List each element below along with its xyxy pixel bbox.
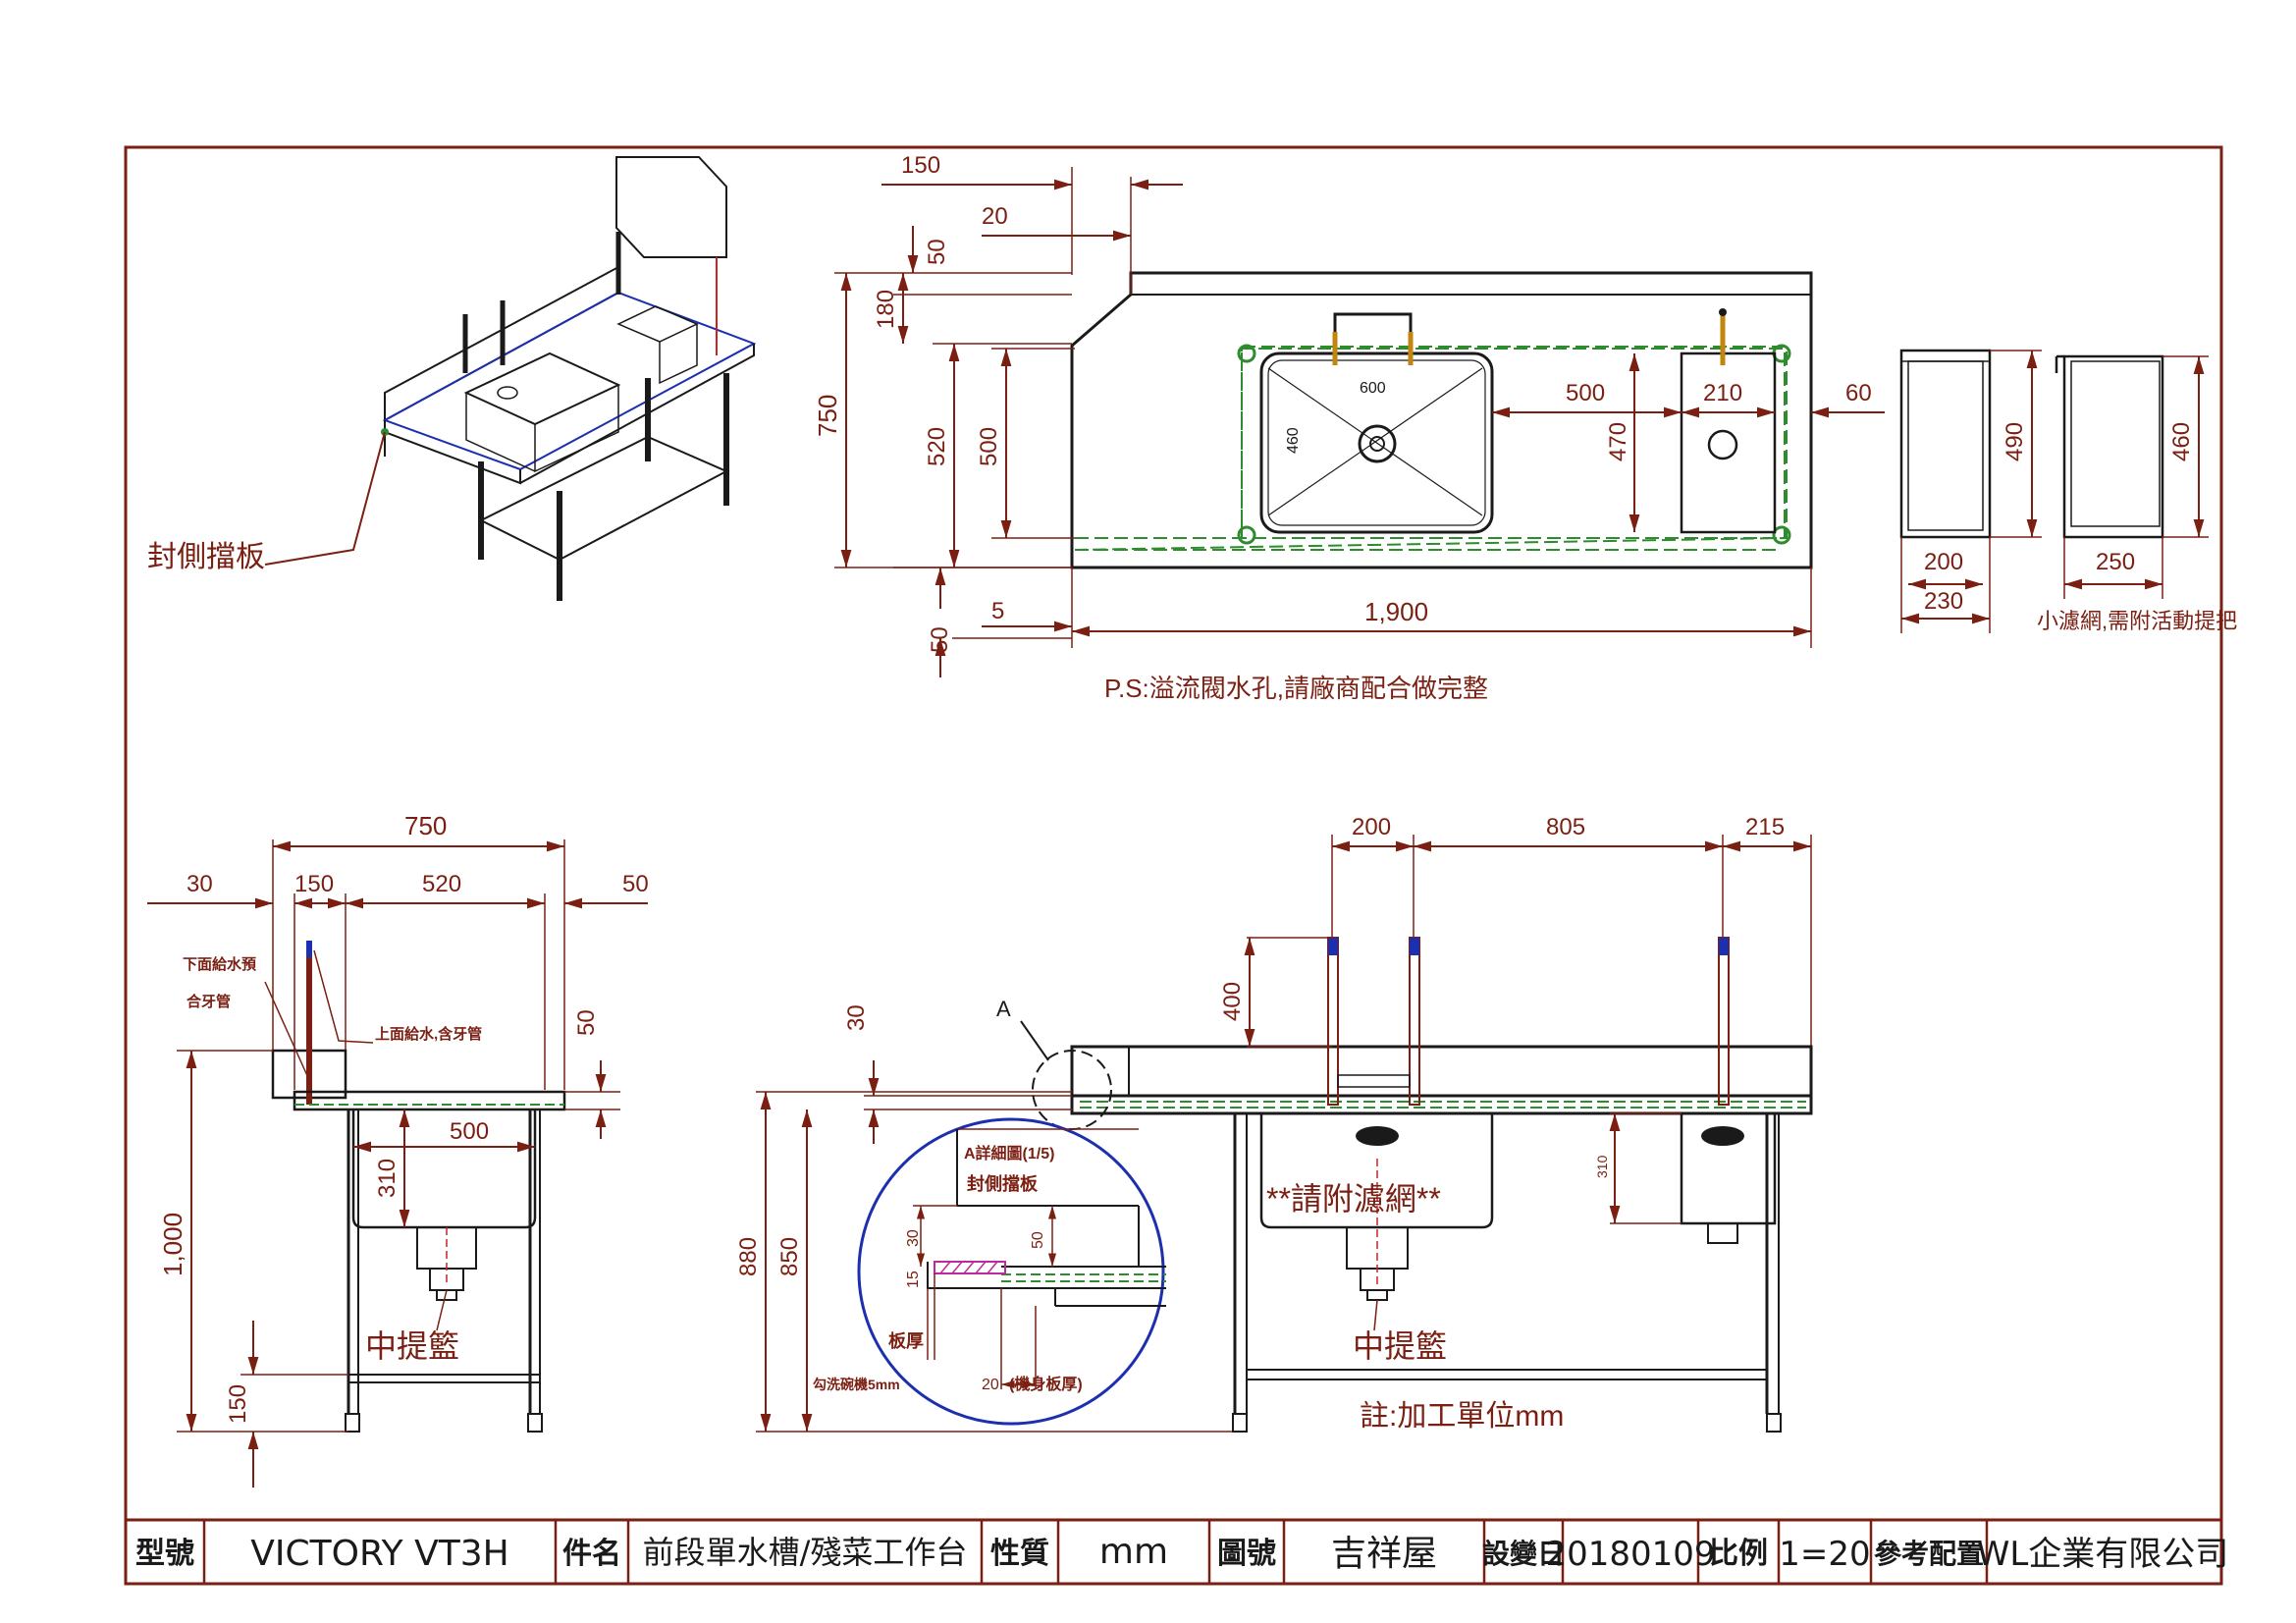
side-label-lower-pipe-2: 合牙管	[186, 993, 231, 1010]
detail-label-body: (機身板厚)	[1009, 1375, 1083, 1393]
plan-dim-150: 150	[901, 152, 940, 179]
detail-dim-30: 30	[905, 1229, 922, 1247]
detail-dim-15: 15	[905, 1271, 922, 1288]
basket-note: 小濾網,需附活動提把	[2037, 609, 2237, 633]
side-dim-50: 50	[622, 871, 649, 897]
plan-note: P.S:溢流閥水孔,請廠商配合做完整	[1104, 674, 1488, 703]
front-dim-880: 880	[735, 1237, 762, 1276]
side-label-basket: 中提籃	[365, 1328, 459, 1364]
part-label: 件名	[562, 1537, 621, 1571]
side-dim-1000: 1,000	[158, 1213, 187, 1276]
scale-label: 比例	[1709, 1537, 1768, 1571]
front-view: 200 805 215 400 30 880 850	[735, 814, 1813, 1433]
company-name: WL企業有限公司	[1977, 1535, 2229, 1574]
side-view: 750 30 150 520 50 500	[147, 811, 649, 1488]
detail-a-panel-label: 封側擋板	[967, 1173, 1039, 1194]
detail-dim-50: 50	[1030, 1231, 1046, 1249]
plan-dim-460: 460	[1285, 427, 1302, 454]
side-dim-150-bottom: 150	[225, 1384, 251, 1424]
drawing-no-label: 圖號	[1217, 1537, 1276, 1571]
side-dim-30: 30	[187, 871, 213, 897]
basket-dim-230: 230	[1924, 588, 1963, 615]
plan-view: 150 20 50 180 750 520 500 50	[813, 152, 1885, 703]
side-panel-label: 封側擋板	[147, 541, 265, 573]
model-value: VICTORY VT3H	[250, 1534, 508, 1574]
detail-a: A詳細圖(1/5) 封側擋板 30 15 50 20 板厚 勾洗碗機5mm (機…	[813, 1117, 1166, 1426]
plan-dim-180: 180	[873, 290, 899, 329]
plan-dim-500: 500	[976, 427, 1002, 466]
material-value: mm	[1099, 1532, 1168, 1572]
change-date-value: 20180109	[1545, 1535, 1715, 1574]
detail-a-title: A詳細圖(1/5)	[964, 1144, 1054, 1163]
side-label-upper-pipe: 上面給水,含牙管	[375, 1025, 482, 1043]
front-dim-30: 30	[843, 1004, 870, 1031]
side-dim-150: 150	[294, 871, 334, 897]
drawing-no-value: 吉祥屋	[1331, 1534, 1437, 1574]
title-block: 型號 VICTORY VT3H 件名 前段單水槽/殘菜工作台 性質 mm 圖號 …	[124, 1518, 2229, 1586]
front-dim-310: 310	[1594, 1155, 1610, 1178]
change-date-label: 設變日	[1482, 1538, 1565, 1570]
detail-dim-20: 20	[982, 1377, 999, 1393]
plan-dim-600: 600	[1360, 380, 1386, 397]
basket-dim-200: 200	[1924, 549, 1963, 575]
basket-dim-490: 490	[2002, 422, 2028, 461]
plan-dim-520: 520	[924, 427, 950, 466]
front-dim-215: 215	[1745, 814, 1785, 840]
plan-dim-20: 20	[982, 203, 1008, 230]
material-label: 性質	[990, 1537, 1049, 1571]
front-unit-note: 註:加工單位mm	[1360, 1400, 1564, 1433]
side-dim-310: 310	[374, 1159, 400, 1198]
side-dim-750: 750	[404, 811, 447, 840]
front-dim-400: 400	[1219, 982, 1246, 1021]
plan-dim-50-top: 50	[924, 239, 950, 265]
front-dim-200: 200	[1352, 814, 1391, 840]
plan-dim-1900: 1,900	[1364, 597, 1428, 626]
front-dim-850: 850	[776, 1237, 803, 1276]
plan-dim-470: 470	[1605, 422, 1631, 461]
plan-dim-5: 5	[991, 598, 1004, 624]
basket-view: 490 460 200 230 250 小濾網,需附活動提把	[1899, 349, 2237, 633]
side-dim-50-right: 50	[573, 1009, 600, 1036]
scale-value: 1=20	[1779, 1535, 1870, 1574]
side-dim-500: 500	[450, 1118, 489, 1145]
side-dim-520: 520	[422, 871, 461, 897]
isometric-view: 封側擋板	[147, 156, 757, 601]
model-label: 型號	[135, 1537, 194, 1571]
front-dim-805: 805	[1546, 814, 1585, 840]
plan-dim-50-bottom: 50	[927, 626, 953, 653]
front-label-basket: 中提籃	[1353, 1328, 1447, 1364]
side-label-lower-pipe: 下面給水預	[183, 955, 257, 973]
front-filter-note: **請附濾網**	[1266, 1181, 1441, 1217]
detail-label-drain: 勾洗碗機5mm	[813, 1377, 900, 1392]
part-value: 前段單水槽/殘菜工作台	[643, 1534, 968, 1571]
detail-a-marker: A	[996, 997, 1011, 1021]
small-sink	[1680, 352, 1777, 534]
main-sink	[1259, 352, 1494, 534]
basket-dim-250: 250	[2096, 549, 2135, 575]
detail-label-thickness: 板厚	[888, 1330, 924, 1351]
basket-dim-460: 460	[2168, 422, 2195, 461]
reference-label: 參考配置	[1874, 1538, 1984, 1570]
plan-dim-500-right: 500	[1566, 380, 1605, 406]
plan-dim-750: 750	[813, 395, 842, 437]
plan-dim-210: 210	[1703, 380, 1742, 406]
plan-dim-60: 60	[1845, 380, 1872, 406]
